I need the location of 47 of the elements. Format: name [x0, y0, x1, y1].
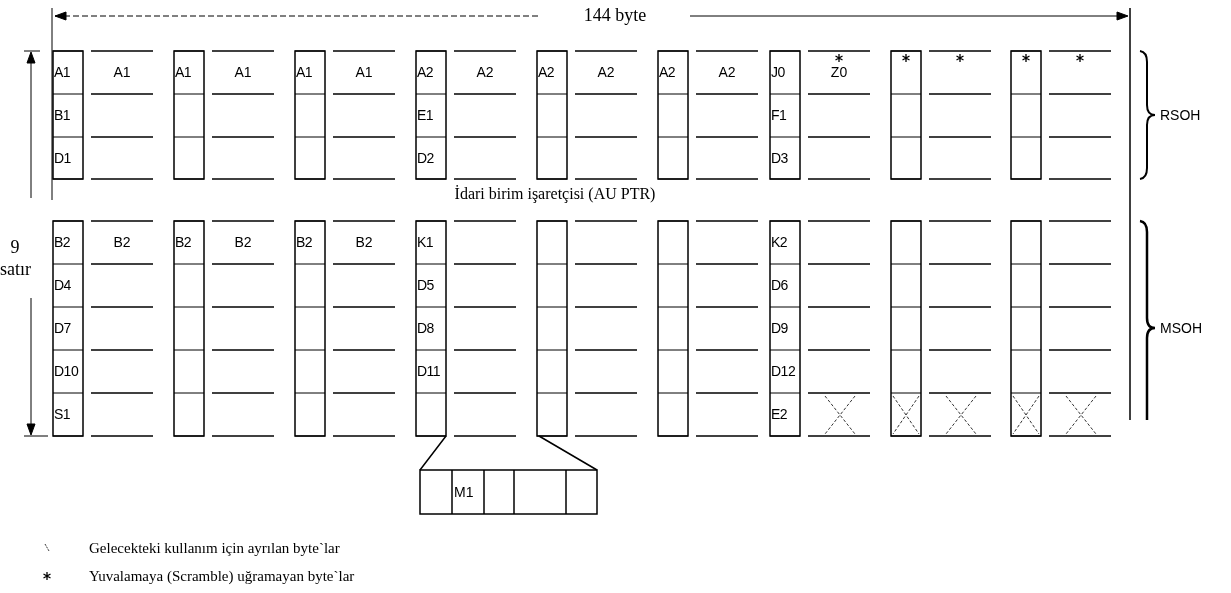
dimension-label: 9 satır: [0, 236, 30, 280]
byte-label: D10: [54, 363, 79, 379]
byte-label: A2: [596, 64, 616, 80]
byte-label: B2: [233, 234, 253, 250]
byte-label: A2: [538, 64, 555, 80]
annotation-text: M1: [454, 484, 474, 500]
row-label: İdari birim işaretçisi (AU PTR): [454, 186, 656, 202]
byte-label: D6: [771, 277, 788, 293]
byte-label: D1: [54, 150, 71, 166]
byte-label: A1: [354, 64, 374, 80]
byte-label: B2: [354, 234, 374, 250]
byte-label: D7: [54, 320, 71, 336]
byte-label: B2: [112, 234, 132, 250]
byte-label: A1: [54, 64, 71, 80]
byte-label: B2: [175, 234, 192, 250]
byte-label: D4: [54, 277, 71, 293]
byte-label: D11: [417, 363, 441, 379]
section-label: MSOH: [1160, 320, 1202, 336]
byte-label: D9: [771, 320, 788, 336]
byte-label: A1: [112, 64, 132, 80]
byte-label: B1: [54, 107, 71, 123]
byte-label: B2: [54, 234, 71, 250]
byte-label: A1: [175, 64, 192, 80]
byte-label: A2: [659, 64, 676, 80]
byte-label: D12: [771, 363, 796, 379]
byte-label: K1: [417, 234, 434, 250]
byte-label: A2: [417, 64, 434, 80]
byte-label: A2: [717, 64, 737, 80]
byte-label: D2: [417, 150, 434, 166]
legend-text: Yuvalamaya (Scramble) uğramayan byte`lar: [89, 568, 355, 584]
byte-label: A2: [475, 64, 495, 80]
byte-label: B2: [296, 234, 313, 250]
byte-label: E1: [417, 107, 434, 123]
byte-label: E2: [771, 406, 788, 422]
byte-label: S1: [54, 406, 71, 422]
dimension-label: 144 byte: [583, 7, 647, 23]
byte-label: A1: [296, 64, 313, 80]
byte-label: J0: [771, 64, 785, 80]
byte-label: A1: [233, 64, 253, 80]
legend-text: Gelecekteki kullanım için ayrılan byte`lar: [89, 540, 340, 556]
byte-label: F1: [771, 107, 787, 123]
section-label: RSOH: [1160, 107, 1201, 123]
byte-label: D3: [771, 150, 788, 166]
byte-label: Z0: [829, 64, 849, 80]
byte-label: K2: [771, 234, 788, 250]
byte-label: D8: [417, 320, 434, 336]
byte-label: D5: [417, 277, 434, 293]
